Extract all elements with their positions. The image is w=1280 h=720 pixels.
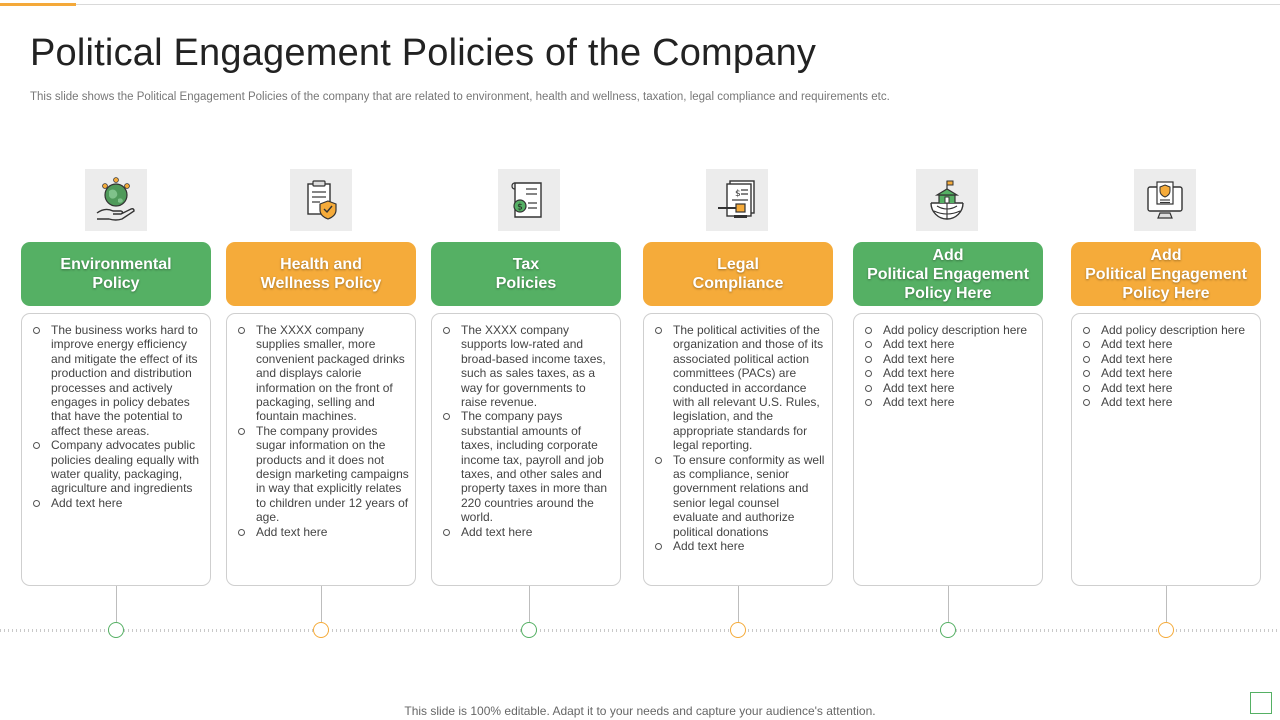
policy-column-health: Health and Wellness Policy The XXXX comp… bbox=[226, 0, 416, 720]
svg-text:$: $ bbox=[735, 189, 741, 199]
list-item: The business works hard to improve energ… bbox=[32, 323, 204, 438]
list-item: Add text here bbox=[654, 539, 826, 553]
policy-column-tax: $ Tax Policies The XXXX company supports… bbox=[431, 0, 621, 720]
timeline-connector bbox=[1166, 586, 1167, 622]
policy-monitor-document-icon bbox=[1134, 169, 1196, 231]
timeline-node bbox=[313, 622, 329, 638]
policy-description-box: The business works hard to improve energ… bbox=[21, 313, 211, 586]
list-item: The political activities of the organiza… bbox=[654, 323, 826, 453]
policy-header: Health and Wellness Policy bbox=[226, 242, 416, 306]
footer-note: This slide is 100% editable. Adapt it to… bbox=[404, 704, 876, 718]
policy-header-line: Health and bbox=[280, 256, 362, 273]
government-globe-building-icon bbox=[916, 169, 978, 231]
policy-column-add-1: Add Political Engagement Policy Here Add… bbox=[853, 0, 1043, 720]
timeline-connector bbox=[948, 586, 949, 622]
tax-document-dollar-icon: $ bbox=[498, 169, 560, 231]
list-item: The XXXX company supports low-rated and … bbox=[442, 323, 614, 409]
list-item: Add text here bbox=[32, 496, 204, 510]
list-item: The company pays substantial amounts of … bbox=[442, 409, 614, 524]
list-item: Add text here bbox=[442, 525, 614, 539]
environment-hand-globe-icon bbox=[85, 169, 147, 231]
policy-header: Environmental Policy bbox=[21, 242, 211, 306]
list-item: The company provides sugar information o… bbox=[237, 424, 409, 525]
timeline-node bbox=[730, 622, 746, 638]
health-document-shield-icon bbox=[290, 169, 352, 231]
list-item: Add text here bbox=[1082, 395, 1254, 409]
policy-column-legal: $ Legal Compliance The political activit… bbox=[643, 0, 833, 720]
list-item: Add text here bbox=[1082, 366, 1254, 380]
list-item: Add text here bbox=[864, 366, 1036, 380]
list-item: Add text here bbox=[1082, 352, 1254, 366]
timeline-node bbox=[1158, 622, 1174, 638]
svg-text:$: $ bbox=[517, 203, 523, 213]
policy-header-line: Environmental bbox=[60, 256, 172, 273]
timeline-node bbox=[940, 622, 956, 638]
policy-header: Add Political Engagement Policy Here bbox=[1071, 242, 1261, 306]
timeline-connector bbox=[738, 586, 739, 622]
list-item: Company advocates public policies dealin… bbox=[32, 438, 204, 496]
policy-header-line: Wellness Policy bbox=[260, 275, 382, 292]
policy-column-environmental: Environmental Policy The business works … bbox=[21, 0, 211, 720]
timeline-line bbox=[0, 629, 1280, 632]
page-title: Political Engagement Policies of the Com… bbox=[30, 32, 817, 74]
list-item: To ensure conformity as well as complian… bbox=[654, 453, 826, 539]
policy-column-add-2: Add Political Engagement Policy Here Add… bbox=[1071, 0, 1261, 720]
policy-header-line: Compliance bbox=[692, 275, 784, 292]
list-item: Add text here bbox=[864, 352, 1036, 366]
policy-header-line: Add bbox=[932, 246, 964, 264]
list-item: Add text here bbox=[237, 525, 409, 539]
policy-description-box: Add policy description here Add text her… bbox=[1071, 313, 1261, 586]
policy-description-box: The XXXX company supports low-rated and … bbox=[431, 313, 621, 586]
corner-square-icon bbox=[1250, 692, 1272, 714]
policy-header: Add Political Engagement Policy Here bbox=[853, 242, 1043, 306]
timeline-node bbox=[521, 622, 537, 638]
policy-header-line: Policy Here bbox=[1122, 284, 1210, 302]
list-item: Add policy description here bbox=[864, 323, 1036, 337]
top-accent-bar bbox=[0, 3, 76, 6]
policy-description-box: Add policy description here Add text her… bbox=[853, 313, 1043, 586]
policy-header-line: Policy bbox=[92, 275, 140, 292]
policy-header: Legal Compliance bbox=[643, 242, 833, 306]
list-item: Add text here bbox=[864, 337, 1036, 351]
policy-header-line: Policies bbox=[495, 275, 557, 292]
timeline-connector bbox=[529, 586, 530, 622]
timeline-connector bbox=[321, 586, 322, 622]
policy-header: Tax Policies bbox=[431, 242, 621, 306]
policy-description-box: The political activities of the organiza… bbox=[643, 313, 833, 586]
timeline-node bbox=[108, 622, 124, 638]
list-item: Add text here bbox=[864, 395, 1036, 409]
list-item: Add policy description here bbox=[1082, 323, 1254, 337]
policy-header-line: Policy Here bbox=[904, 284, 992, 302]
list-item: Add text here bbox=[1082, 381, 1254, 395]
timeline-connector bbox=[116, 586, 117, 622]
policy-header-line: Add bbox=[1150, 246, 1182, 264]
top-rule bbox=[0, 4, 1280, 5]
list-item: The XXXX company supplies smaller, more … bbox=[237, 323, 409, 424]
policy-header-line: Tax bbox=[512, 256, 540, 273]
policy-header-line: Political Engagement bbox=[1085, 265, 1247, 283]
policy-header-line: Legal bbox=[717, 256, 759, 273]
legal-gavel-document-icon: $ bbox=[706, 169, 768, 231]
list-item: Add text here bbox=[864, 381, 1036, 395]
list-item: Add text here bbox=[1082, 337, 1254, 351]
policy-description-box: The XXXX company supplies smaller, more … bbox=[226, 313, 416, 586]
policy-header-line: Political Engagement bbox=[867, 265, 1029, 283]
page-subtitle: This slide shows the Political Engagemen… bbox=[30, 91, 890, 103]
